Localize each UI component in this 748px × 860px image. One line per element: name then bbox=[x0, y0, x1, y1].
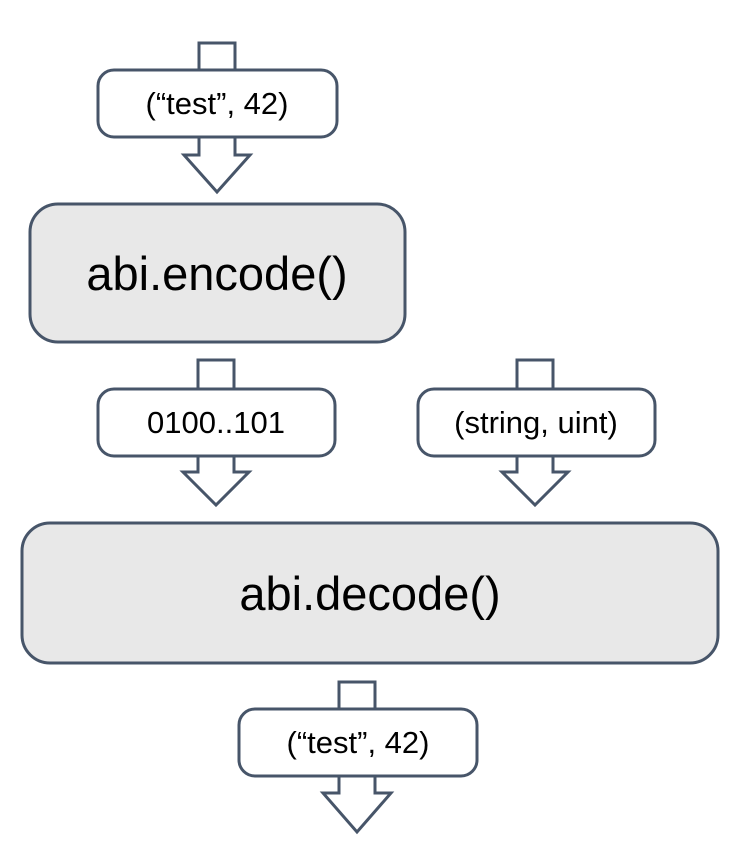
node-type-signature: (string, uint) bbox=[416, 387, 657, 458]
node-encoded-bytes: 0100..101 bbox=[96, 387, 337, 458]
encoded-bytes-label: 0100..101 bbox=[147, 405, 285, 440]
encoded-bytes-box bbox=[96, 387, 337, 458]
input-value-label: (“test”, 42) bbox=[146, 86, 289, 121]
decode-function-box bbox=[20, 521, 720, 665]
decoded-value-label: (“test”, 42) bbox=[287, 725, 430, 760]
decode-function-label: abi.decode() bbox=[239, 567, 500, 620]
encode-function-label: abi.encode() bbox=[86, 247, 347, 300]
node-decode-function: abi.decode() bbox=[20, 521, 720, 665]
node-encode-function: abi.encode() bbox=[28, 202, 407, 344]
decoded-value-box bbox=[237, 707, 479, 778]
type-signature-label: (string, uint) bbox=[454, 405, 618, 440]
input-value-box bbox=[96, 68, 339, 139]
type-signature-box bbox=[416, 387, 657, 458]
node-input-value: (“test”, 42) bbox=[96, 68, 339, 139]
node-decoded-value: (“test”, 42) bbox=[237, 707, 479, 778]
encode-function-box bbox=[28, 202, 407, 344]
